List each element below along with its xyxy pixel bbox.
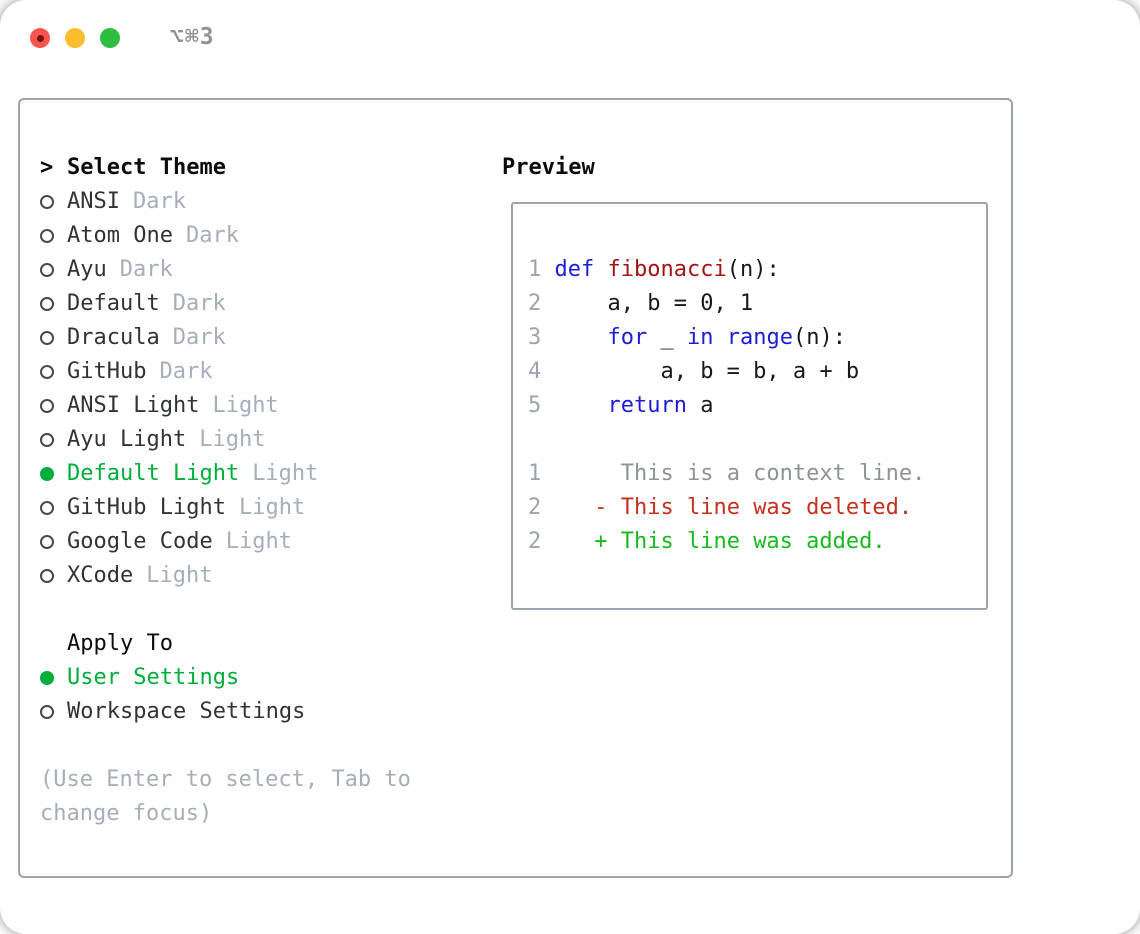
code-line — [528, 423, 986, 457]
option-variant-label: Light — [212, 393, 279, 418]
option-variant-label: Light — [199, 427, 266, 452]
option-variant-label: Light — [252, 461, 319, 486]
option-label: Ayu Light — [67, 427, 187, 452]
theme-option-ayu-light-light[interactable]: Ayu Light Light — [40, 423, 468, 457]
option-variant-label: Dark — [119, 257, 173, 282]
radio-unselected-icon[interactable] — [40, 501, 54, 515]
option-label: GitHub — [67, 359, 147, 384]
theme-option-atom-one-dark[interactable]: Atom One Dark — [40, 219, 468, 253]
radio-unselected-icon[interactable] — [40, 705, 54, 719]
option-label: ANSI — [67, 189, 120, 214]
radio-unselected-icon[interactable] — [40, 535, 54, 549]
code-line: 4 a, b = b, a + b — [528, 359, 860, 384]
window-shortcut-label: ⌥⌘3 — [170, 24, 215, 50]
theme-option-github-light-light[interactable]: GitHub Light Light — [40, 491, 468, 525]
code-line: 1 This is a context line. — [528, 461, 926, 486]
option-variant-label: Light — [225, 529, 292, 554]
option-variant-label: Dark — [172, 325, 226, 350]
radio-unselected-icon[interactable] — [40, 263, 54, 277]
option-label: Ayu — [67, 257, 107, 282]
radio-selected-icon[interactable] — [40, 671, 54, 685]
radio-unselected-icon[interactable] — [40, 399, 54, 413]
code-line: 2 - This line was deleted. — [528, 495, 913, 520]
theme-option-xcode-light[interactable]: XCode Light — [40, 559, 468, 593]
zoom-icon[interactable] — [100, 28, 120, 48]
code-line: 2 + This line was added. — [528, 529, 886, 554]
radio-unselected-icon[interactable] — [40, 229, 54, 243]
radio-unselected-icon[interactable] — [40, 569, 54, 583]
keyboard-hint-text: (Use Enter to select, Tab to change focu… — [40, 767, 411, 826]
apply-option-workspace-settings[interactable]: Workspace Settings — [40, 695, 468, 729]
option-variant-label: Light — [146, 563, 213, 588]
radio-unselected-icon[interactable] — [40, 365, 54, 379]
option-label: Default — [67, 291, 160, 316]
theme-option-ayu-dark[interactable]: Ayu Dark — [40, 253, 468, 287]
option-label: Default Light — [67, 461, 240, 486]
theme-option-dracula-dark[interactable]: Dracula Dark — [40, 321, 468, 355]
option-label: GitHub Light — [67, 495, 226, 520]
radio-selected-icon[interactable] — [40, 467, 54, 481]
option-label: XCode — [67, 563, 134, 588]
theme-option-default-dark[interactable]: Default Dark — [40, 287, 468, 321]
code-line: 3 for _ in range(n): — [528, 325, 846, 350]
radio-unselected-icon[interactable] — [40, 331, 54, 345]
radio-unselected-icon[interactable] — [40, 433, 54, 447]
option-variant-label: Dark — [132, 189, 186, 214]
theme-option-ansi-dark[interactable]: ANSI Dark — [40, 185, 468, 219]
option-label: Atom One — [67, 223, 173, 248]
theme-option-github-dark[interactable]: GitHub Dark — [40, 355, 468, 389]
preview-column: Preview 1 def fibonacci(n): 2 a, b = 0, 1… — [502, 151, 988, 610]
code-preview-box: 1 def fibonacci(n): 2 a, b = 0, 1 3 for _ … — [511, 202, 988, 610]
option-label: User Settings — [67, 665, 240, 690]
theme-option-ansi-light-light[interactable]: ANSI Light Light — [40, 389, 468, 423]
option-variant-label: Light — [238, 495, 306, 520]
code-line: 2 a, b = 0, 1 — [528, 291, 754, 316]
select-theme-header: > Select Theme — [40, 151, 468, 185]
code-line: 1 def fibonacci(n): — [528, 257, 780, 282]
minimize-icon[interactable] — [65, 28, 85, 48]
option-variant-label: Dark — [172, 291, 226, 316]
theme-option-default-light-light[interactable]: Default Light Light — [40, 457, 468, 491]
option-label: Google Code — [67, 529, 213, 554]
option-label: ANSI Light — [67, 393, 200, 418]
option-label: Dracula — [67, 325, 160, 350]
option-variant-label: Dark — [159, 359, 213, 384]
close-icon[interactable] — [30, 28, 50, 48]
apply-to-header: Apply To — [40, 627, 468, 661]
apply-to-title: Apply To — [67, 631, 173, 656]
radio-unselected-icon[interactable] — [40, 297, 54, 311]
radio-unselected-icon[interactable] — [40, 195, 54, 209]
code-lines: 1 def fibonacci(n): 2 a, b = 0, 1 3 for _ … — [528, 253, 986, 559]
option-label: Workspace Settings — [67, 699, 306, 724]
code-line: 5 return a — [528, 393, 714, 418]
titlebar — [30, 28, 135, 48]
preview-title: Preview — [502, 155, 595, 180]
cursor-prompt-icon: > — [40, 155, 54, 180]
option-variant-label: Dark — [185, 223, 239, 248]
select-theme-title: Select Theme — [67, 155, 226, 180]
apply-option-user-settings[interactable]: User Settings — [40, 661, 468, 695]
theme-option-google-code-light[interactable]: Google Code Light — [40, 525, 468, 559]
